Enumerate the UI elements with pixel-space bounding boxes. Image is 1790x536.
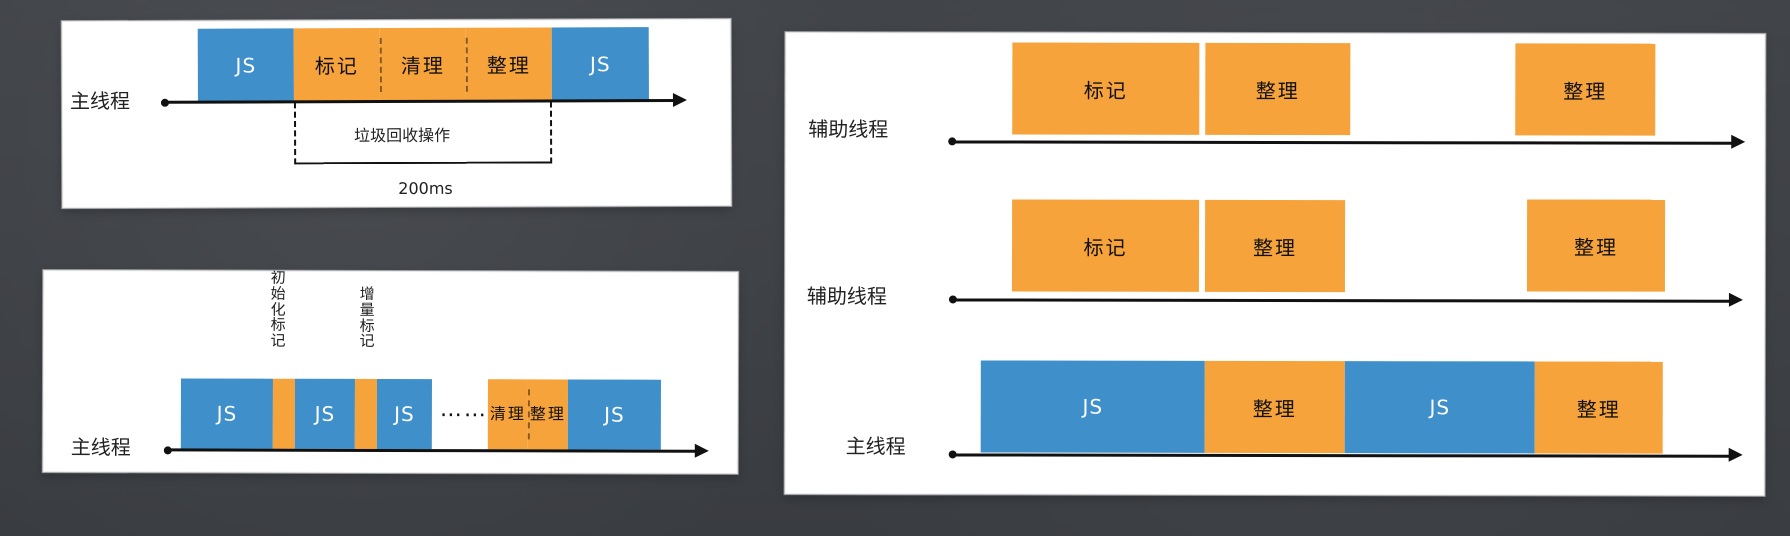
row1-mark-block: 标记 <box>1012 42 1200 135</box>
bottom-main-thread-axis-arrow <box>694 443 709 458</box>
bottom-main-thread-axis <box>168 448 700 453</box>
cleanup-divider <box>527 389 530 440</box>
row2-mark-block: 标记 <box>1011 199 1200 292</box>
js-block-2: JS <box>294 378 355 449</box>
incremental-mark-block <box>354 378 377 449</box>
row3-compact-block-1: 整理 <box>1204 360 1345 454</box>
compact-block: 整理 <box>465 27 552 101</box>
row3-js-block-1: JS <box>980 360 1205 453</box>
gc-divider-2 <box>465 37 468 92</box>
initial-mark-note: 初始化标记 <box>270 270 286 350</box>
row2-axis <box>953 298 1734 303</box>
js-block-1: JS <box>180 378 273 449</box>
row3-axis-arrow <box>1728 447 1743 462</box>
row2-compact-block: 整理 <box>1204 199 1346 293</box>
main-thread-label: 主线程 <box>70 435 131 460</box>
gc-duration-label: 200ms <box>398 178 453 198</box>
gc-divider-1 <box>379 38 382 93</box>
mark-block: 标记 <box>293 28 380 102</box>
incremental-mark-note: 增量标记 <box>359 284 375 351</box>
main-thread-label: 主线程 <box>845 434 906 459</box>
row1-axis <box>953 140 1737 145</box>
helper-thread-label-2: 辅助线程 <box>806 284 887 309</box>
gc-operation-label: 垃圾回收操作 <box>354 125 451 146</box>
row1-compact-block-2: 整理 <box>1515 43 1656 136</box>
js-block-2: JS <box>551 27 649 101</box>
row1-compact-block: 整理 <box>1205 42 1351 136</box>
js-block-1: JS <box>197 28 294 102</box>
timeline-ellipsis: …… <box>439 397 488 423</box>
row1-axis-arrow <box>1731 134 1746 149</box>
cleanup-block: 清理 <box>487 379 528 450</box>
row2-compact-block-2: 整理 <box>1526 199 1666 292</box>
row3-js-block-2: JS <box>1344 361 1535 454</box>
initial-mark-block <box>272 378 295 449</box>
row3-axis <box>953 453 1734 458</box>
row3-compact-block-2: 整理 <box>1534 361 1663 454</box>
js-block-3: JS <box>376 378 432 450</box>
compact-block: 整理 <box>527 379 568 450</box>
right-concurrent-gc-panel: 辅助线程 标记 整理 整理 辅助线程 标记 整理 整理 主线程 JS 整理 JS… <box>784 32 1766 496</box>
clean-block: 清理 <box>379 27 466 102</box>
main-thread-label: 主线程 <box>69 88 130 114</box>
bottom-left-timeline-panel: 主线程 初始化标记 增量标记 JS JS JS …… 清理 整理 JS <box>42 270 739 474</box>
main-thread-axis-arrow <box>672 92 687 108</box>
helper-thread-label-1: 辅助线程 <box>808 117 889 142</box>
row2-axis-arrow <box>1728 292 1743 307</box>
js-block-4: JS <box>567 379 661 450</box>
top-left-timeline-panel: 主线程 JS 标记 清理 整理 JS 垃圾回收操作 200ms <box>61 18 732 209</box>
